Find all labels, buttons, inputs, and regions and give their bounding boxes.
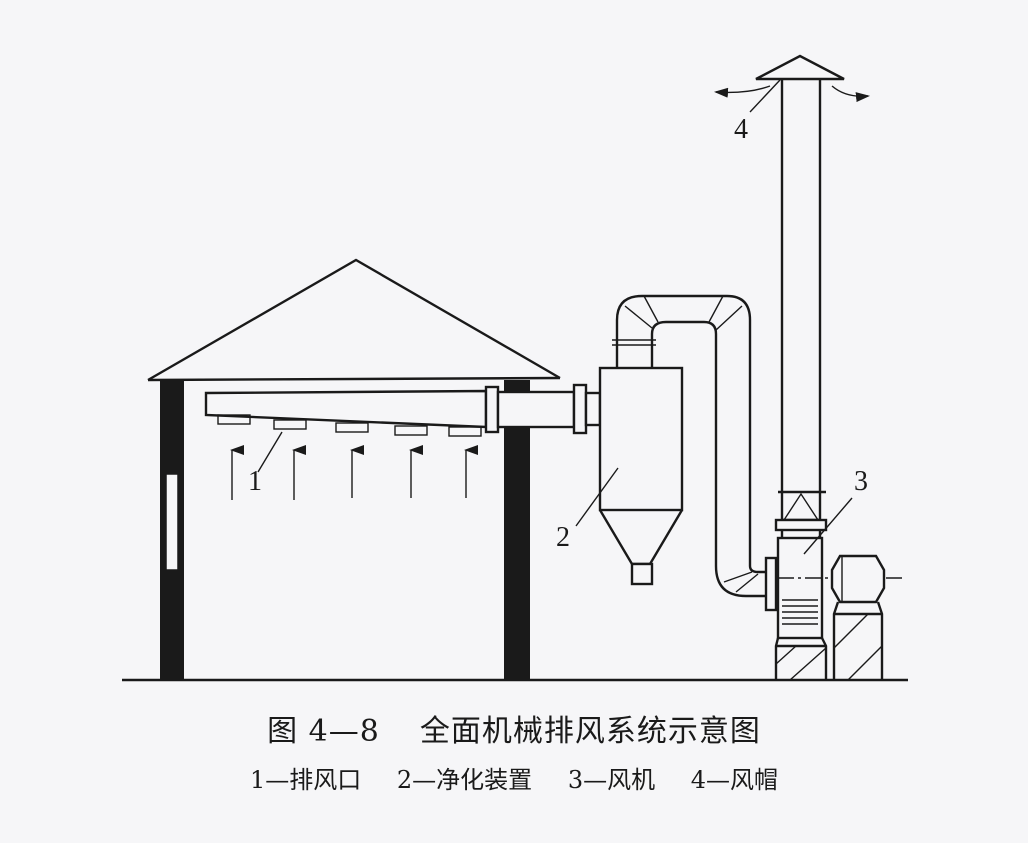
figure-number: 图 4—8: [267, 714, 380, 749]
ductwork: [612, 294, 778, 612]
figure-title: 全面机械排风系统示意图: [419, 714, 761, 749]
svg-text:3: 3: [854, 466, 868, 497]
callout-4: 4: [734, 79, 781, 145]
motor: [830, 554, 886, 681]
callout-1: 1: [248, 431, 283, 497]
legend-item-purification-device: 2—净化装置: [396, 766, 533, 794]
exhaust-outlets: [217, 414, 482, 437]
legend-item-exhaust-outlet: 1—排风口: [249, 766, 362, 794]
legend-item-fan: 3—风机: [567, 766, 656, 794]
fan: [774, 536, 904, 681]
callout-3: 3: [803, 466, 868, 555]
airflow-arrows: [230, 445, 478, 500]
figure-legend: 1—排风口 2—净化装置 3—风机 4—风帽: [0, 760, 1028, 795]
wind-cap: [714, 54, 870, 103]
callout-2: 2: [556, 467, 619, 553]
legend-item-wind-cap: 4—风帽: [690, 766, 779, 794]
svg-text:1: 1: [248, 466, 262, 497]
svg-text:4: 4: [734, 114, 748, 145]
exhaust-duct: [204, 383, 602, 435]
figure-caption: 图 4—8 全面机械排风系统示意图: [0, 706, 1028, 750]
building: [147, 258, 561, 680]
stack: [774, 78, 828, 538]
purification-device: [598, 366, 684, 586]
svg-text:2: 2: [556, 522, 570, 553]
